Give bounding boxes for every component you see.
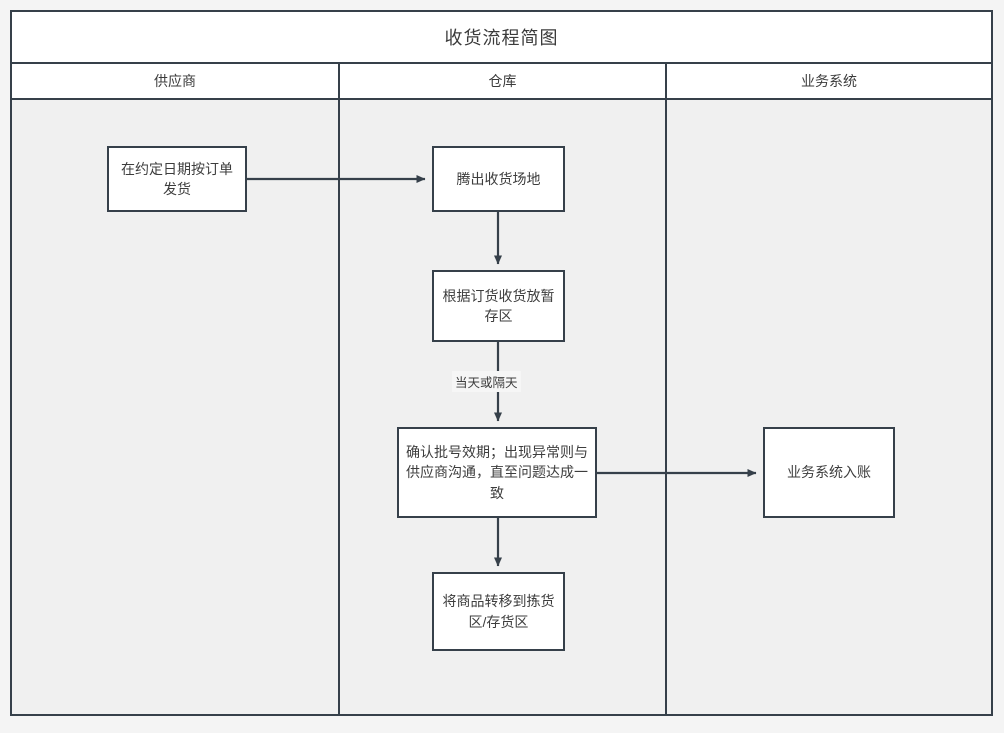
lane-divider-supplier-warehouse xyxy=(338,100,340,714)
edge-label-n3-n4: 当天或隔天 xyxy=(452,371,521,392)
node-verify-batch-expiry[interactable]: 确认批号效期；出现异常则与供应商沟通，直至问题达成一致 xyxy=(397,427,597,518)
lane-divider-warehouse-business xyxy=(665,100,667,714)
node-move-goods-to-pick-storage[interactable]: 将商品转移到拣货区/存货区 xyxy=(432,572,565,651)
lane-header-warehouse: 仓库 xyxy=(338,64,665,98)
node-receive-to-staging-area[interactable]: 根据订货收货放暂存区 xyxy=(432,270,565,342)
lane-header-row: 供应商 仓库 业务系统 xyxy=(12,64,991,100)
node-business-system-posting[interactable]: 业务系统入账 xyxy=(763,427,895,518)
node-clear-receiving-area[interactable]: 腾出收货场地 xyxy=(432,146,565,212)
lane-header-supplier: 供应商 xyxy=(154,73,196,89)
lane-header-business-system: 业务系统 xyxy=(665,64,991,98)
diagram-title: 收货流程简图 xyxy=(12,12,991,64)
node-supplier-ship-by-order[interactable]: 在约定日期按订单发货 xyxy=(107,146,247,212)
